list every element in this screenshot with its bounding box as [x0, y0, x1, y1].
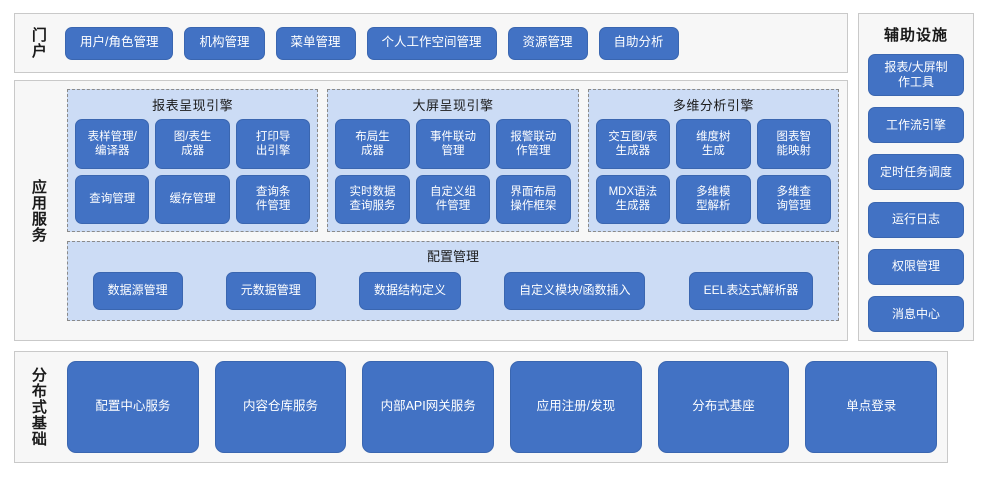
report-rendering-engine-grid: 表样管理/ 编译器 图/表生 成器 打印导 出引擎 查询管理 缓存管理 查询条 …: [75, 119, 311, 224]
screen-module-custom-component-management[interactable]: 自定义组 件管理: [415, 174, 491, 224]
dist-module-app-registration-discovery[interactable]: 应用注册/发现: [510, 361, 642, 453]
application-services-body: 报表呈现引擎 表样管理/ 编译器 图/表生 成器 打印导 出引擎 查询管理 缓存…: [67, 89, 839, 332]
olap-module-interactive-chart-table-generator[interactable]: 交互图/表 生成器: [595, 119, 671, 169]
portal-module-self-service-analysis[interactable]: 自助分析: [598, 26, 679, 60]
dist-module-distributed-foundation[interactable]: 分布式基座: [657, 361, 790, 453]
report-module-query-condition-management[interactable]: 查询条 件管理: [235, 174, 311, 224]
config-module-data-structure-definition[interactable]: 数据结构定义: [358, 271, 461, 310]
screen-module-event-linkage-management[interactable]: 事件联动 管理: [415, 119, 491, 169]
multidimensional-analysis-engine-grid: 交互图/表 生成器 维度树 生成 图表智 能映射 MDX语法 生成器 多维模 型…: [595, 119, 831, 224]
portal-module-row: 用户/角色管理 机构管理 菜单管理 个人工作空间管理 资源管理 自助分析: [65, 14, 841, 72]
dist-module-single-sign-on[interactable]: 单点登录: [805, 361, 938, 453]
config-module-datasource-management[interactable]: 数据源管理: [92, 271, 183, 310]
large-screen-rendering-engine-group: 大屏呈现引擎 布局生 成器 事件联动 管理 报警联动 作管理 实时数据 查询服务…: [327, 89, 579, 232]
application-services-layer-panel: 应用服务 报表呈现引擎 表样管理/ 编译器 图/表生 成器 打印导 出引擎 查询…: [14, 80, 848, 341]
screen-module-alarm-linkage-action-management[interactable]: 报警联动 作管理: [496, 119, 571, 169]
olap-module-dimension-tree-generation[interactable]: 维度树 生成: [676, 119, 751, 169]
engine-row: 报表呈现引擎 表样管理/ 编译器 图/表生 成器 打印导 出引擎 查询管理 缓存…: [67, 89, 839, 232]
distributed-base-row: 配置中心服务 内容仓库服务 内部API网关服务 应用注册/发现 分布式基座 单点…: [67, 361, 938, 453]
portal-layer-label: 门户: [29, 27, 47, 59]
screen-module-layout-generator[interactable]: 布局生 成器: [335, 119, 410, 169]
distributed-base-layer-label: 分布式基础: [29, 367, 47, 447]
multidimensional-analysis-engine-title: 多维分析引擎: [672, 98, 754, 113]
olap-module-multidimensional-query-management[interactable]: 多维查 询管理: [756, 174, 831, 224]
large-screen-rendering-engine-grid: 布局生 成器 事件联动 管理 报警联动 作管理 实时数据 查询服务 自定义组 件…: [335, 119, 571, 224]
config-module-eel-expression-parser[interactable]: EEL表达式解析器: [688, 271, 814, 310]
report-rendering-engine-title: 报表呈现引擎: [152, 98, 234, 113]
olap-module-chart-smart-mapping[interactable]: 图表智 能映射: [756, 119, 831, 169]
report-module-query-management[interactable]: 查询管理: [75, 174, 150, 224]
auxiliary-facilities-panel: 辅助设施 报表/大屏制 作工具 工作流引擎 定时任务调度 运行日志 权限管理 消…: [858, 13, 974, 341]
portal-module-organization[interactable]: 机构管理: [184, 26, 265, 60]
config-module-custom-module-function-insertion[interactable]: 自定义模块/函数插入: [504, 271, 646, 310]
dist-module-content-repository-service[interactable]: 内容仓库服务: [214, 361, 347, 453]
aux-module-permission-management[interactable]: 权限管理: [868, 248, 964, 285]
configuration-management-title: 配置管理: [426, 249, 479, 264]
olap-module-multidimensional-model-parsing[interactable]: 多维模 型解析: [676, 174, 751, 224]
application-services-layer-label: 应用服务: [29, 178, 47, 243]
multidimensional-analysis-engine-group: 多维分析引擎 交互图/表 生成器 维度树 生成 图表智 能映射 MDX语法 生成…: [587, 89, 839, 232]
report-module-cache-management[interactable]: 缓存管理: [155, 174, 230, 224]
aux-module-scheduled-task-scheduling[interactable]: 定时任务调度: [868, 154, 964, 191]
screen-module-ui-layout-operation-framework[interactable]: 界面布局 操作框架: [496, 174, 571, 224]
configuration-management-group: 配置管理 数据源管理 元数据管理 数据结构定义 自定义模块/函数插入 EEL表达…: [67, 241, 839, 321]
portal-module-user-role[interactable]: 用户/角色管理: [65, 26, 174, 60]
dist-module-internal-api-gateway-service[interactable]: 内部API网关服务: [362, 361, 495, 453]
auxiliary-facilities-title: 辅助设施: [883, 27, 948, 44]
report-rendering-engine-group: 报表呈现引擎 表样管理/ 编译器 图/表生 成器 打印导 出引擎 查询管理 缓存…: [67, 89, 319, 232]
aux-module-runtime-log[interactable]: 运行日志: [868, 201, 964, 238]
aux-module-workflow-engine[interactable]: 工作流引擎: [868, 107, 964, 144]
portal-module-personal-workspace[interactable]: 个人工作空间管理: [366, 26, 497, 60]
dist-module-config-center-service[interactable]: 配置中心服务: [67, 361, 199, 453]
distributed-base-layer-panel: 分布式基础 配置中心服务 内容仓库服务 内部API网关服务 应用注册/发现 分布…: [14, 351, 948, 463]
report-module-print-export-engine[interactable]: 打印导 出引擎: [235, 119, 311, 169]
auxiliary-facilities-list: 报表/大屏制 作工具 工作流引擎 定时任务调度 运行日志 权限管理 消息中心: [868, 54, 964, 332]
portal-module-resource[interactable]: 资源管理: [507, 26, 588, 60]
portal-layer-panel: 门户 用户/角色管理 机构管理 菜单管理 个人工作空间管理 资源管理 自助分析: [14, 13, 848, 73]
configuration-management-row: 数据源管理 元数据管理 数据结构定义 自定义模块/函数插入 EEL表达式解析器: [76, 269, 830, 312]
report-module-chart-table-generator[interactable]: 图/表生 成器: [155, 119, 230, 169]
screen-module-realtime-data-query-service[interactable]: 实时数据 查询服务: [335, 174, 410, 224]
config-module-metadata-management[interactable]: 元数据管理: [225, 271, 316, 310]
aux-module-message-center[interactable]: 消息中心: [868, 295, 964, 332]
report-module-template-compiler[interactable]: 表样管理/ 编译器: [75, 119, 150, 169]
portal-module-menu[interactable]: 菜单管理: [275, 26, 356, 60]
aux-module-report-screen-authoring-tool[interactable]: 报表/大屏制 作工具: [868, 54, 964, 96]
large-screen-rendering-engine-title: 大屏呈现引擎: [412, 98, 494, 113]
olap-module-mdx-syntax-generator[interactable]: MDX语法 生成器: [595, 174, 671, 224]
